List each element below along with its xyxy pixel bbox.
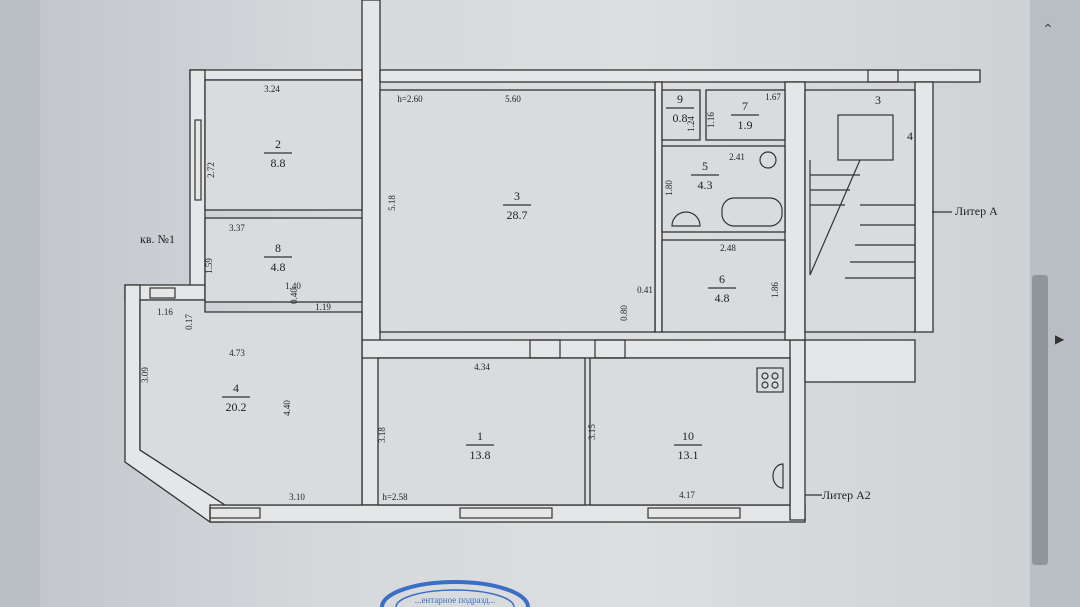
toilet-icon (759, 151, 777, 169)
room-6 (661, 239, 786, 333)
wall (784, 81, 806, 341)
room-area: 20.2 (226, 400, 247, 414)
height-label: h=2.60 (397, 94, 423, 104)
stairwell (804, 89, 916, 333)
dimension-label: 2.41 (729, 152, 745, 162)
chevron-up-icon[interactable]: ⌃ (1042, 23, 1054, 38)
stamp: ...ентарное подразд... (380, 580, 530, 607)
dimension-label: 1.16 (157, 307, 173, 317)
dimension-label: 1.40 (285, 281, 301, 291)
room-area: 8.8 (271, 156, 286, 170)
dimension-label: 1.67 (765, 92, 781, 102)
dimension-label: 4.40 (282, 400, 292, 416)
room-number: 4 (233, 381, 239, 395)
room-number: 3 (514, 189, 520, 203)
room-area: 13.1 (678, 448, 699, 462)
dimension-label: 2.72 (206, 162, 216, 178)
room-number: 1 (477, 429, 483, 443)
dimension-label: 0.80 (619, 305, 629, 321)
dimension-label: 1.80 (664, 180, 674, 196)
windows (149, 69, 899, 519)
stove-icon (756, 367, 784, 393)
room-5 (661, 145, 786, 233)
dimension-label: 4.34 (474, 362, 490, 372)
dimension-label: 1.59 (204, 258, 214, 274)
room-number: 9 (677, 92, 683, 106)
dimension-label: 1.24 (686, 116, 696, 132)
height-label: h=2.58 (382, 492, 408, 502)
apartment-label: кв. №1 (140, 232, 175, 246)
wall (189, 69, 363, 81)
room-number: 10 (682, 429, 694, 443)
dimension-label: 1.86 (770, 282, 780, 298)
room-4 (139, 299, 363, 506)
dimension-label: 3.09 (140, 367, 150, 383)
room-2 (204, 79, 363, 211)
room-number: 8 (275, 241, 281, 255)
dimension-label: 1.19 (315, 302, 331, 312)
dimension-label: 0.41 (637, 285, 653, 295)
bathtub-icon (721, 197, 783, 227)
dimension-label: 2.48 (720, 243, 736, 253)
wall (914, 81, 934, 333)
scroll-right-arrow-icon[interactable]: ▶ (1055, 332, 1065, 346)
stair-label: 4 (907, 129, 913, 143)
room-area: 0.8 (673, 111, 688, 125)
room-3 (379, 89, 656, 333)
wall (654, 81, 663, 333)
dimension-label: 1.16 (706, 112, 716, 128)
room-area: 28.7 (507, 208, 528, 222)
dimension-label: 3.37 (229, 223, 245, 233)
dimension-label: 0.17 (184, 314, 194, 330)
room-area: 13.8 (470, 448, 491, 462)
wall (379, 69, 981, 83)
dimension-label: 3.15 (587, 424, 597, 440)
room-8 (204, 217, 363, 303)
wall (361, 339, 803, 359)
dimension-label: 4.73 (229, 348, 245, 358)
room-number: 7 (742, 99, 748, 113)
room-area: 1.9 (738, 118, 753, 132)
wall (804, 339, 916, 383)
sink-icon (772, 463, 784, 489)
room-area: 4.8 (271, 260, 286, 274)
room-number: 5 (702, 159, 708, 173)
stair-label: 3 (875, 93, 881, 107)
dimension-label: 3.18 (377, 427, 387, 443)
stairs (809, 114, 915, 279)
sink-icon (671, 211, 701, 227)
dimension-label: 0.40 (289, 288, 299, 304)
room-1 (377, 357, 586, 506)
dimension-label: 4.17 (679, 490, 695, 500)
litera-label: Литер А (955, 204, 998, 218)
wall (189, 69, 206, 303)
dimension-label: 5.18 (387, 195, 397, 211)
dimension-label: 3.24 (264, 84, 280, 94)
stamp-text: ...ентарное подразд... (415, 595, 496, 605)
wall (789, 339, 806, 521)
room-area: 4.8 (715, 291, 730, 305)
litera-label: Литер А2 (822, 488, 871, 502)
dimension-label: 3.10 (289, 492, 305, 502)
dimension-label: 5.60 (505, 94, 521, 104)
room-number: 2 (275, 137, 281, 151)
room-9 (661, 89, 701, 141)
scrollbar[interactable] (1032, 275, 1048, 565)
room-number: 6 (719, 272, 725, 286)
room-area: 4.3 (698, 178, 713, 192)
